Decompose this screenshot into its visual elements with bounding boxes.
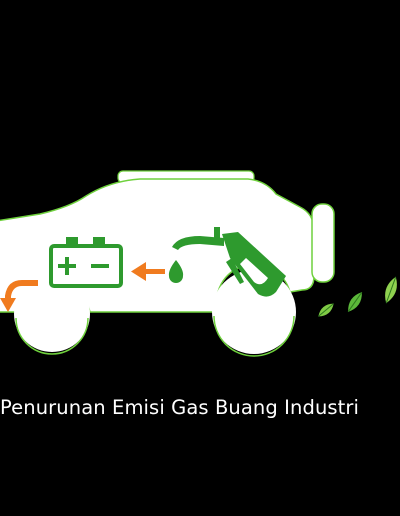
rear-wheel (14, 276, 90, 352)
caption-title: Penurunan Emisi Gas Buang Industri (0, 396, 360, 419)
spare-tire (311, 203, 335, 283)
return-arrow-icon (0, 280, 38, 312)
front-wheel-outline (213, 315, 295, 357)
fuel-pump-nozzle-icon (172, 227, 286, 297)
leaf-icon (318, 303, 334, 317)
arrow-left-icon (131, 262, 165, 281)
rear-wheel-outline (15, 317, 89, 355)
fuel-drop-icon (168, 260, 184, 283)
leaves (318, 276, 397, 317)
leaf-icon (385, 276, 397, 304)
leaf-icon (347, 291, 363, 313)
battery-icon (49, 237, 123, 288)
